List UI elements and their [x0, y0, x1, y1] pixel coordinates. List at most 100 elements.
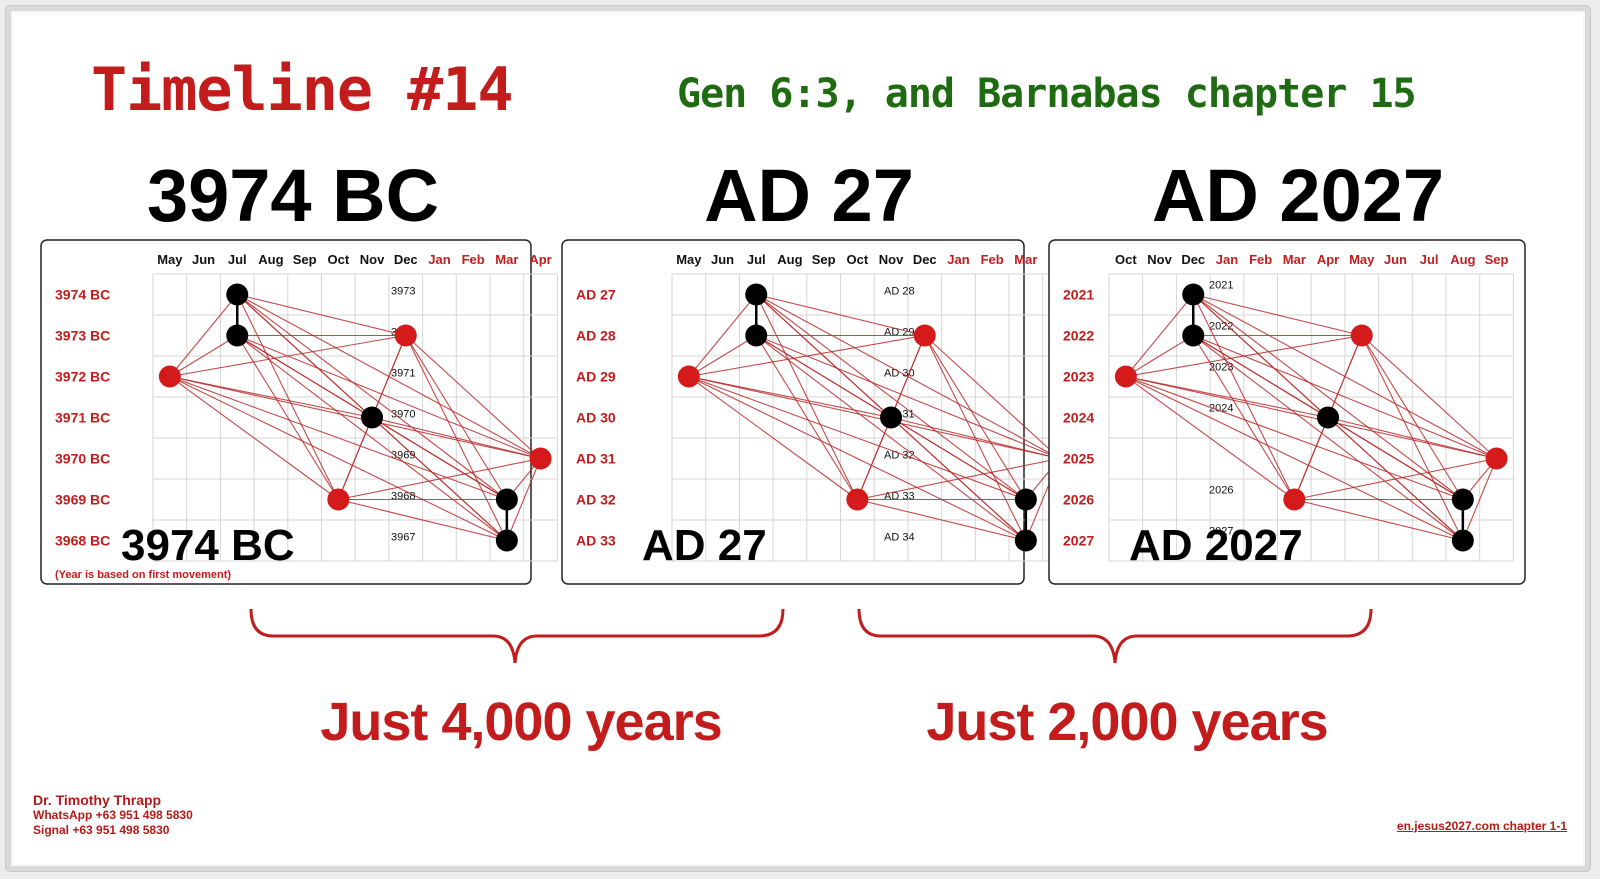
panel-2-month-label: Feb [981, 252, 1004, 267]
panel-2-month-label: May [676, 252, 702, 267]
panel-1-connection [338, 498, 507, 542]
panel-3-connection [1125, 376, 1464, 541]
panel-1-month-label: Apr [529, 252, 551, 267]
panel-3-row-label: 2022 [1063, 328, 1094, 344]
panel-2-node-black [745, 283, 768, 306]
page-title: Timeline #14 [91, 55, 513, 125]
panel-3-connection [1294, 457, 1497, 501]
panel-2-row-label: AD 32 [576, 492, 616, 508]
panel-1-overlay-label: 3974 BC [121, 521, 295, 570]
panel-2-row-label: AD 29 [576, 369, 616, 385]
panel-2-inner-label: AD 32 [884, 450, 915, 462]
panel-2-connection [924, 335, 1027, 500]
caption-4000-years: Just 4,000 years [320, 692, 722, 752]
panel-1-connection [236, 294, 339, 500]
panel-2-connection [857, 457, 1060, 501]
panel-3-node-black [1451, 529, 1474, 552]
panel-3-connection [1462, 458, 1498, 541]
panel-2-month-label: Jan [947, 252, 969, 267]
panel-3-connection [1361, 335, 1497, 459]
author-signal: Signal +63 951 498 5830 [33, 823, 170, 837]
panel-3-connection [1192, 335, 1295, 500]
panel-1-node-red [394, 324, 417, 347]
panel-3-row-label: 2026 [1063, 492, 1094, 508]
panel-1-connection [169, 375, 373, 419]
panel-1-month-label: Feb [462, 252, 485, 267]
panel-3-inner-label: 2022 [1209, 321, 1233, 333]
panel-2-month-label: Aug [777, 252, 802, 267]
panel-3-connection [1327, 416, 1497, 460]
panel-1-connection [236, 294, 508, 500]
panel-2-node-black [745, 324, 768, 347]
panel-2-heading: AD 27 [704, 154, 914, 237]
panel-3-connection [1192, 335, 1464, 541]
panel-3-inner-label: 2024 [1209, 403, 1233, 415]
panel-1-footnote: (Year is based on first movement) [55, 569, 231, 581]
panel-1-connection [169, 376, 508, 541]
panel-1-connection [169, 334, 406, 378]
panel-1-row-label: 3969 BC [55, 492, 110, 508]
panel-3-node-black [1317, 406, 1340, 429]
panel-3-inner-label: 2026 [1209, 485, 1233, 497]
panel-1-connection [169, 375, 541, 460]
panel-3-row-label: 2025 [1063, 451, 1094, 467]
panel-3-month-label: Apr [1317, 252, 1339, 267]
panel-1-connection [405, 335, 508, 500]
panel-2-connection [755, 335, 1027, 541]
panel-3-month-label: Jun [1384, 252, 1407, 267]
panel-2-row-label: AD 30 [576, 410, 616, 426]
panel-1-inner-label: 3970 [391, 409, 415, 421]
panel-2-inner-label: AD 28 [884, 286, 915, 298]
panel-1-connection [169, 376, 339, 500]
author-whatsapp: WhatsApp +63 951 498 5830 [33, 808, 193, 822]
panel-2-connection [756, 293, 925, 337]
panel-3-connection [1192, 294, 1295, 500]
panel-3-connection [1125, 335, 1194, 377]
panel-2-connection [890, 417, 1027, 500]
panel-2-node-red [677, 365, 700, 388]
panel-3-month-label: May [1349, 252, 1375, 267]
panel-2-connection [688, 335, 757, 377]
panel-2-connection [688, 334, 925, 378]
panel-3-month-label: Feb [1249, 252, 1272, 267]
panel-2-node-black [880, 406, 903, 429]
panel-3-row-label: 2027 [1063, 533, 1094, 549]
website-link[interactable]: en.jesus2027.com chapter 1-1 [1396, 819, 1567, 833]
brace-right [857, 608, 1373, 664]
panel-3-connection [1192, 294, 1464, 500]
panel-1-connection [237, 293, 406, 337]
panel-2-overlay-label: AD 27 [642, 521, 767, 570]
panel-3-row-label: 2024 [1063, 410, 1094, 426]
panel-1-node-black [361, 406, 384, 429]
panel-1-inner-label: 3973 [391, 286, 415, 298]
panel-3-node-red [1283, 488, 1306, 511]
panel-2-month-label: Jul [747, 252, 766, 267]
author-contact: Dr. Timothy Thrapp WhatsApp +63 951 498 … [33, 793, 193, 838]
panel-1-connection [405, 335, 541, 459]
panel-3-row-label: 2023 [1063, 369, 1094, 385]
panel-2-month-label: Mar [1014, 252, 1037, 267]
panel-2-node-black [1014, 529, 1037, 552]
panel-1-month-label: Oct [328, 252, 350, 267]
panel-3-heading: AD 2027 [1151, 154, 1445, 237]
panel-2-month-label: Jun [711, 252, 734, 267]
panel-1-row-label: 3968 BC [55, 533, 110, 549]
panel-2-connection [688, 376, 858, 500]
panel-2-row-label: AD 31 [576, 451, 616, 467]
panel-1-row-label: 3970 BC [55, 451, 110, 467]
panel-2-node-black [1014, 488, 1037, 511]
panel-1-node-black [226, 283, 249, 306]
panel-1-connection [338, 457, 541, 501]
panel-3-connection [1294, 498, 1463, 542]
panel-3-node-red [1485, 447, 1508, 470]
panel-1-node-black [495, 488, 518, 511]
panel-3-node-black [1182, 324, 1205, 347]
panel-1-connection [169, 335, 238, 377]
panel-1-connection [169, 375, 508, 501]
panel-2-connection [924, 335, 1060, 459]
panel-1-month-label: Aug [258, 252, 283, 267]
brace-left [249, 608, 785, 664]
panel-1-connection [236, 335, 508, 541]
panel-3-row-label: 2021 [1063, 287, 1094, 303]
panel-3-connection [1125, 334, 1362, 378]
